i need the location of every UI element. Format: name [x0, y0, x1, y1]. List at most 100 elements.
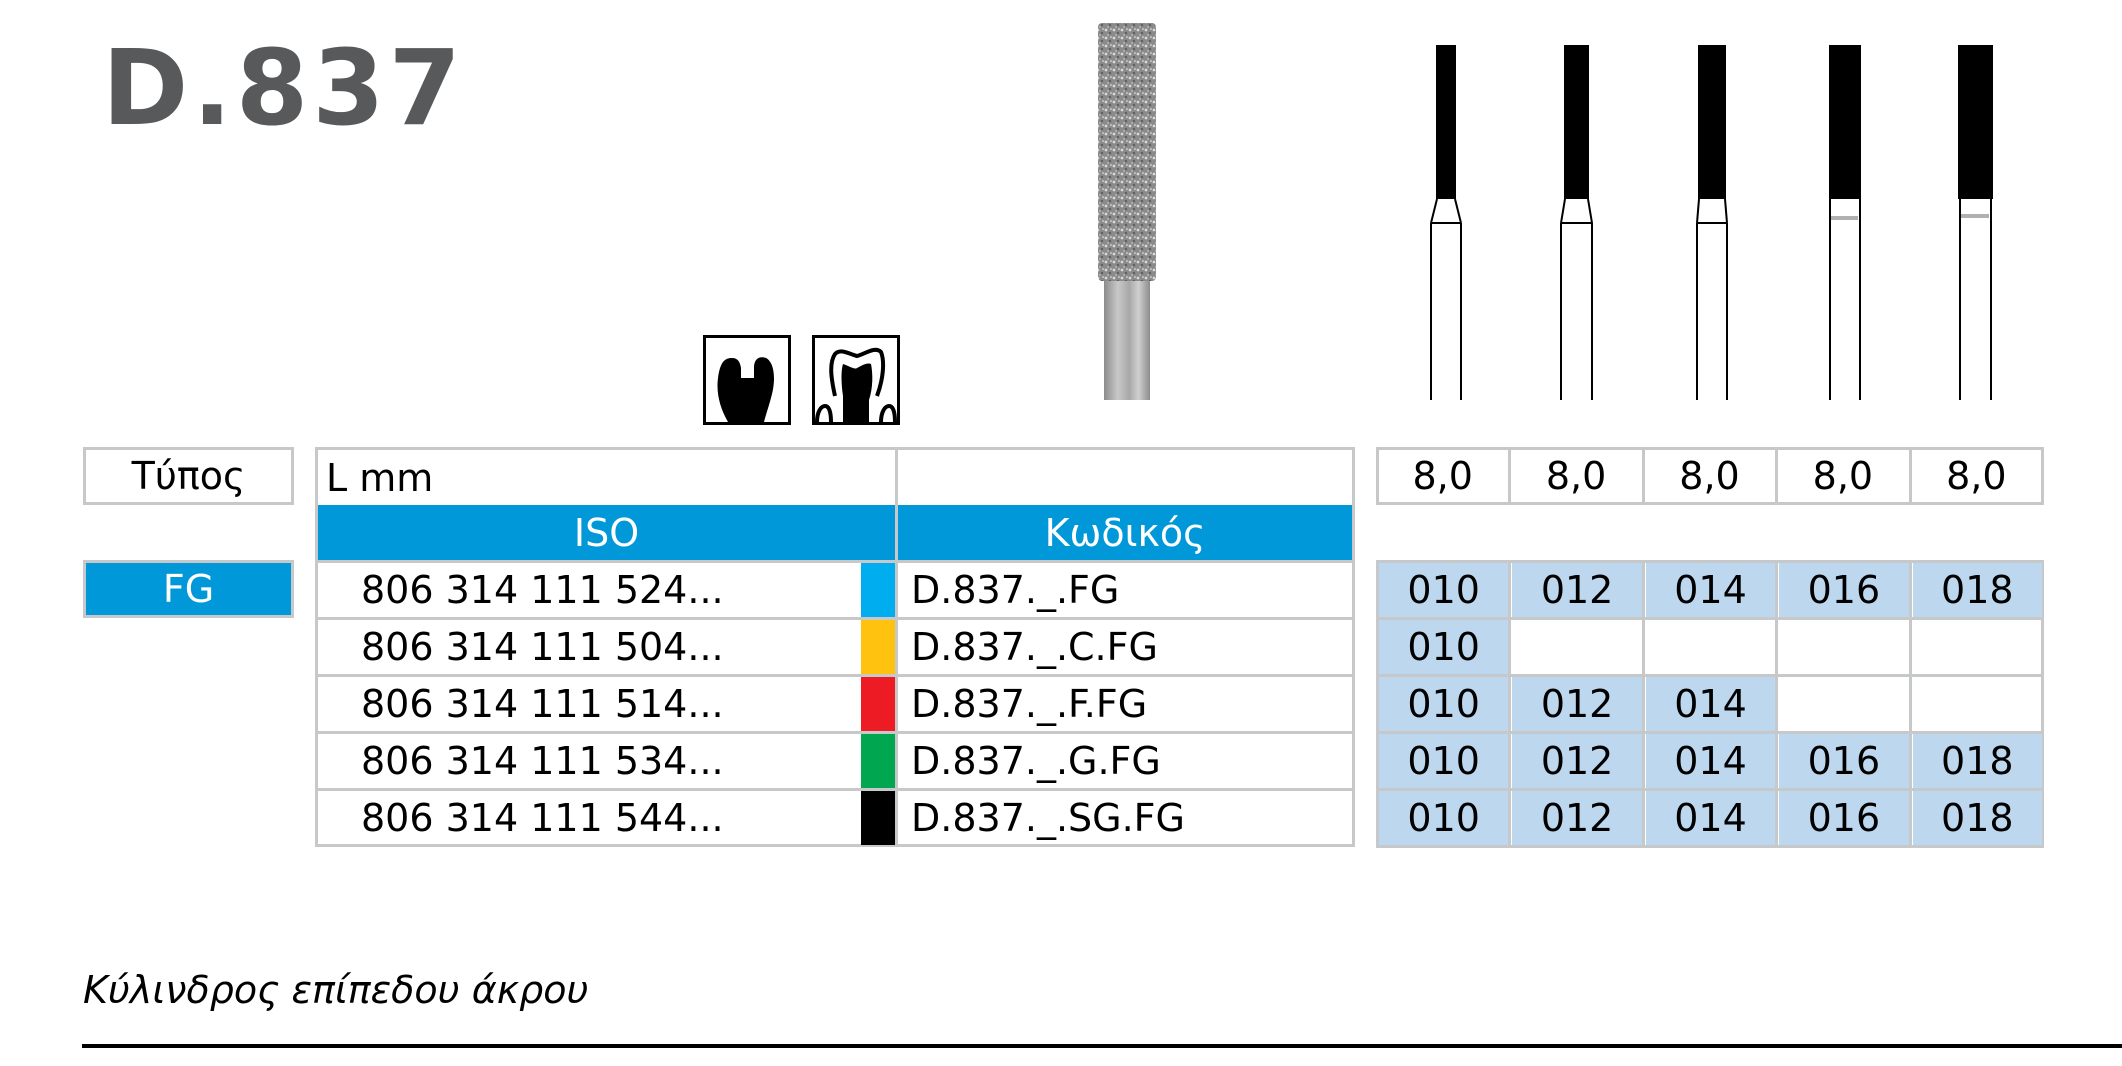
- size-value: 010: [1407, 682, 1480, 726]
- size-value: 010: [1407, 739, 1480, 783]
- bur-photo: [1096, 20, 1158, 408]
- divider: [1641, 560, 1645, 848]
- divider: [895, 560, 898, 617]
- grit-color-swatch-black: [861, 791, 895, 845]
- length-label: L mm: [326, 455, 434, 500]
- size-value: 012: [1540, 568, 1614, 612]
- table-row: 806 314 111 514... D.837._.F.FG: [315, 674, 1355, 731]
- length-cell: 8,0: [1643, 447, 1776, 505]
- size-cell-available: 018: [1912, 791, 2042, 845]
- size-value: 012: [1540, 739, 1614, 783]
- length-cell: 8,0: [1776, 447, 1909, 505]
- product-code-cell: D.837._.C.FG: [911, 620, 1158, 674]
- length-value: 8,0: [1812, 454, 1874, 498]
- product-description: Κύλινδρος επίπεδου άκρου: [83, 968, 589, 1012]
- table-row: 806 314 111 524...D.837._.FG: [315, 560, 1355, 617]
- product-code: D.837._.SG.FG: [911, 796, 1185, 840]
- type-label: Τύπος: [131, 454, 246, 498]
- size-cell-empty: [1913, 677, 2042, 731]
- divider: [895, 617, 898, 674]
- size-value: 010: [1407, 625, 1480, 669]
- size-cell-available: 014: [1645, 791, 1776, 845]
- size-value: 018: [1941, 739, 2014, 783]
- divider: [1775, 447, 1779, 505]
- divider: [1775, 560, 1779, 848]
- divider: [1641, 447, 1645, 505]
- footer-rule: [82, 1044, 2122, 1048]
- size-cell-empty: [1779, 620, 1908, 674]
- grit-color-swatch-red: [861, 677, 895, 731]
- size-value: 014: [1674, 568, 1747, 612]
- size-cell-available: 014: [1645, 563, 1776, 617]
- size-value: 018: [1941, 568, 2014, 612]
- size-cell-available: 010: [1379, 734, 1509, 788]
- iso-number: 806 314 111 544...: [361, 796, 724, 840]
- product-code-cell: D.837._.F.FG: [911, 677, 1147, 731]
- size-cell-available: 016: [1779, 563, 1909, 617]
- product-code-cell: D.837._.SG.FG: [911, 791, 1185, 845]
- product-code: D.837._.G.FG: [911, 739, 1161, 783]
- product-title: D.837: [102, 27, 465, 149]
- bur-silhouette-010: [1430, 45, 1462, 400]
- code-header: Κωδικός: [898, 505, 1352, 560]
- row-divider: [315, 617, 1355, 620]
- divider: [895, 731, 898, 788]
- length-cell: 8,0: [1376, 447, 1509, 505]
- bur-silhouette-016: [1829, 45, 1861, 400]
- iso-number-cell: 806 314 111 524...: [361, 563, 724, 617]
- row-divider: [315, 788, 1355, 791]
- bur-size-silhouettes: [1400, 30, 2040, 414]
- row-divider: [1376, 731, 2044, 734]
- size-cell-available: 010: [1379, 563, 1509, 617]
- type-value-cell: FG: [83, 560, 294, 618]
- length-label-cell: L mm: [318, 450, 895, 505]
- iso-number-cell: 806 314 111 544...: [361, 791, 724, 845]
- size-cell-available: 014: [1645, 677, 1776, 731]
- product-code: D.837._.C.FG: [911, 625, 1158, 669]
- iso-header: ISO: [318, 505, 895, 560]
- iso-number: 806 314 111 524...: [361, 568, 724, 612]
- bur-silhouette-012: [1560, 45, 1593, 400]
- size-value: 014: [1674, 739, 1747, 783]
- row-divider: [315, 674, 1355, 677]
- size-value: 014: [1674, 682, 1747, 726]
- type-value: FG: [162, 567, 215, 611]
- size-cell-available: 016: [1779, 791, 1909, 845]
- row-divider: [1376, 788, 2044, 791]
- table-row: 806 314 111 534...D.837._.G.FG: [315, 731, 1355, 788]
- iso-header-label: ISO: [573, 510, 640, 555]
- size-grid: 8,0 8,0 8,0 8,0 8,0 010 012 014 016 018 010 010 012…: [1376, 447, 2044, 848]
- row-divider: [315, 731, 1355, 734]
- tooth-crown-preparation-icon: [812, 335, 900, 425]
- length-cell: 8,0: [1509, 447, 1642, 505]
- size-cell-available: 012: [1512, 734, 1642, 788]
- length-row-border: [1376, 447, 2044, 505]
- size-value: 012: [1540, 682, 1614, 726]
- bur-silhouette-018: [1958, 45, 1993, 400]
- size-cell-empty: [1913, 620, 2042, 674]
- size-value: 014: [1674, 796, 1747, 840]
- length-value: 8,0: [1946, 454, 2007, 498]
- size-cell-available: 010: [1379, 791, 1509, 845]
- length-value: 8,0: [1412, 454, 1473, 498]
- type-label-cell: Τύπος: [83, 447, 294, 505]
- row-divider: [315, 560, 1355, 563]
- length-value: 8,0: [1545, 454, 1607, 498]
- iso-number-cell: 806 314 111 514...: [361, 677, 724, 731]
- size-cell-available: 018: [1912, 563, 2042, 617]
- divider: [895, 447, 898, 505]
- iso-number: 806 314 111 504...: [361, 625, 724, 669]
- table-row: 806 314 111 544... D.837._.SG.FG: [315, 788, 1355, 845]
- size-grid-border: [1376, 560, 2044, 848]
- size-cell-empty: [1646, 620, 1775, 674]
- table-border: [315, 447, 1355, 847]
- iso-number: 806 314 111 514...: [361, 682, 724, 726]
- size-value: 016: [1807, 796, 1881, 840]
- size-cell-available: 014: [1645, 734, 1776, 788]
- divider: [895, 674, 898, 731]
- size-cell-available: 010: [1379, 677, 1509, 731]
- size-value: 012: [1540, 796, 1614, 840]
- divider: [1908, 447, 1912, 505]
- size-cell-available: 018: [1912, 734, 2042, 788]
- size-cell-available: 012: [1512, 677, 1642, 731]
